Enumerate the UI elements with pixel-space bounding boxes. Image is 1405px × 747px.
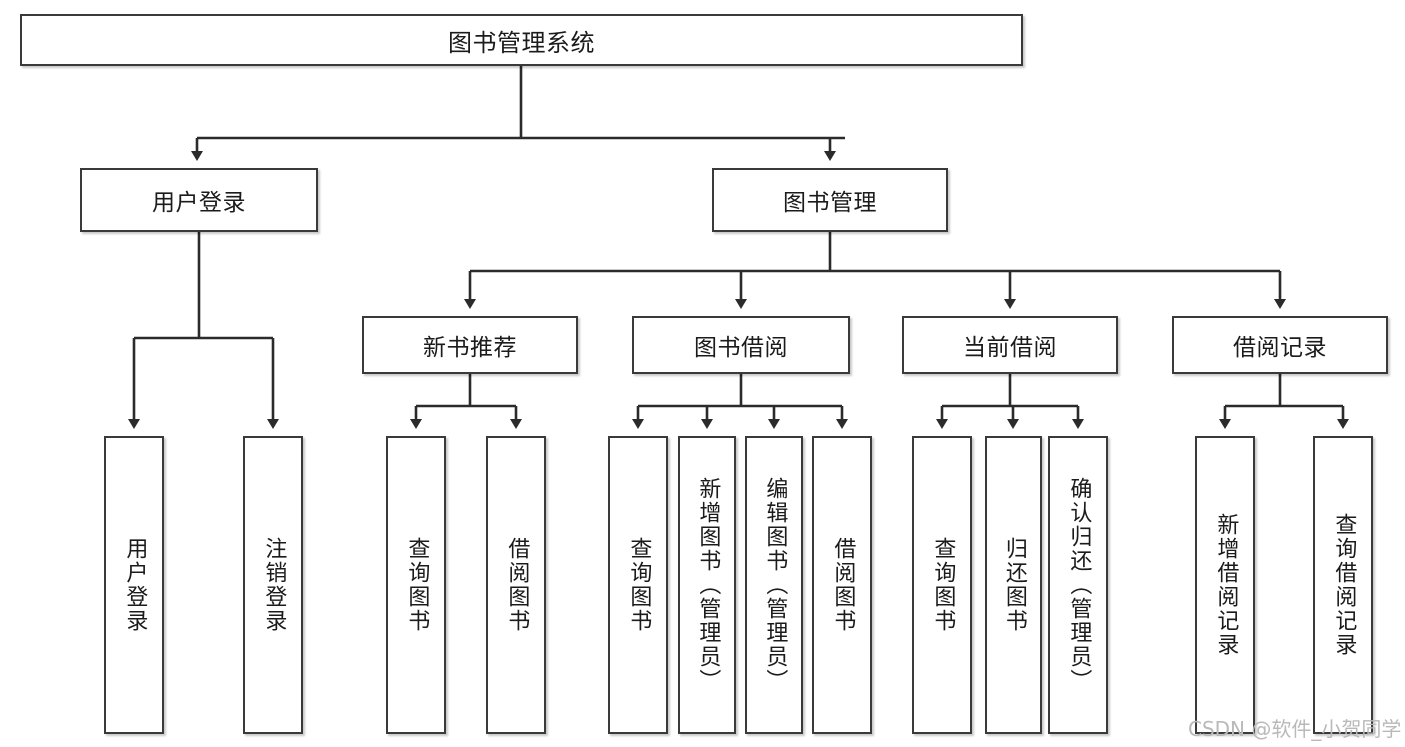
node-leaf-borrow-book[interactable]: 借阅图书 bbox=[812, 436, 872, 734]
node-root[interactable]: 图书管理系统 bbox=[20, 14, 1023, 66]
node-leaf-borrow-book-recommend[interactable]: 借阅图书 bbox=[486, 436, 546, 734]
node-root-label: 图书管理系统 bbox=[448, 28, 595, 57]
node-new-book-recommend-label: 新书推荐 bbox=[423, 335, 517, 361]
node-leaf-add-borrow-record-label: 新增借阅记录 bbox=[1213, 513, 1239, 657]
node-book-management[interactable]: 图书管理 bbox=[712, 168, 948, 232]
node-leaf-user-login-label: 用户登录 bbox=[122, 537, 148, 633]
node-leaf-user-logout-label: 注销登录 bbox=[261, 537, 287, 633]
node-leaf-borrow-book-label: 借阅图书 bbox=[830, 537, 856, 633]
node-leaf-return-book[interactable]: 归还图书 bbox=[985, 436, 1042, 734]
node-leaf-user-logout[interactable]: 注销登录 bbox=[243, 436, 303, 734]
node-leaf-query-book-recommend-label: 查询图书 bbox=[404, 537, 430, 633]
watermark-text: CSDN @软件_小贺同学 bbox=[1188, 717, 1402, 741]
node-book-management-label: 图书管理 bbox=[783, 190, 877, 216]
node-leaf-confirm-return-admin-label: 确认归还（管理员） bbox=[1066, 477, 1092, 693]
node-leaf-user-login[interactable]: 用户登录 bbox=[104, 436, 164, 734]
node-user-login-label: 用户登录 bbox=[152, 190, 246, 216]
node-leaf-add-book-admin-label: 新增图书（管理员） bbox=[695, 477, 721, 693]
node-leaf-edit-book-admin[interactable]: 编辑图书（管理员） bbox=[745, 436, 803, 734]
node-leaf-query-book-borrow-label: 查询图书 bbox=[626, 537, 652, 633]
node-leaf-confirm-return-admin[interactable]: 确认归还（管理员） bbox=[1048, 436, 1108, 734]
node-book-borrow-label: 图书借阅 bbox=[694, 335, 788, 361]
node-leaf-edit-book-admin-label: 编辑图书（管理员） bbox=[762, 477, 788, 693]
node-leaf-query-book-borrow[interactable]: 查询图书 bbox=[608, 436, 668, 734]
node-leaf-query-borrow-record[interactable]: 查询借阅记录 bbox=[1313, 436, 1373, 734]
node-borrow-record-label: 借阅记录 bbox=[1233, 335, 1327, 361]
node-user-login[interactable]: 用户登录 bbox=[80, 168, 318, 232]
node-borrow-record[interactable]: 借阅记录 bbox=[1172, 316, 1388, 374]
node-current-borrow-label: 当前借阅 bbox=[963, 335, 1057, 361]
node-leaf-query-book-current[interactable]: 查询图书 bbox=[912, 436, 972, 734]
node-leaf-query-book-recommend[interactable]: 查询图书 bbox=[386, 436, 446, 734]
node-leaf-query-book-current-label: 查询图书 bbox=[930, 537, 956, 633]
node-new-book-recommend[interactable]: 新书推荐 bbox=[362, 316, 578, 374]
node-leaf-add-book-admin[interactable]: 新增图书（管理员） bbox=[678, 436, 736, 734]
node-leaf-return-book-label: 归还图书 bbox=[1001, 537, 1027, 633]
node-leaf-borrow-book-recommend-label: 借阅图书 bbox=[504, 537, 530, 633]
node-book-borrow[interactable]: 图书借阅 bbox=[632, 316, 850, 374]
node-leaf-add-borrow-record[interactable]: 新增借阅记录 bbox=[1195, 436, 1255, 734]
node-leaf-query-borrow-record-label: 查询借阅记录 bbox=[1331, 513, 1357, 657]
node-current-borrow[interactable]: 当前借阅 bbox=[902, 316, 1118, 374]
